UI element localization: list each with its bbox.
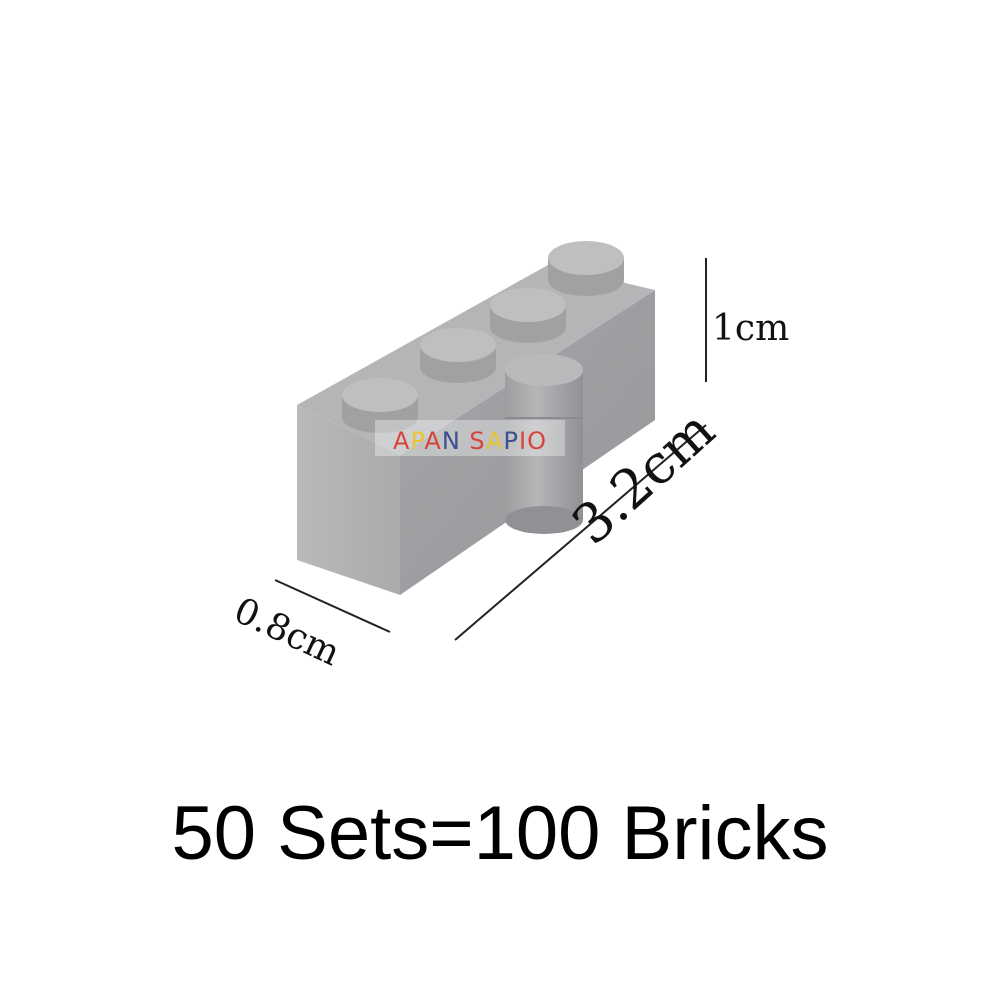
hinge-cylinder — [505, 354, 583, 534]
brick — [297, 241, 655, 595]
height-label: 1cm — [712, 308, 790, 349]
svg-text:APAN SAPIO: APAN SAPIO — [393, 427, 547, 455]
caption: 50 Sets=100 Bricks — [171, 791, 829, 876]
dimension-lines — [274, 258, 707, 641]
stud — [342, 378, 418, 433]
width-line — [274, 579, 391, 633]
stud — [548, 241, 624, 296]
stud — [490, 288, 566, 343]
length-line — [454, 424, 707, 641]
brick-front-face — [297, 405, 400, 595]
watermark-logo: APAN SAPIO — [375, 420, 565, 456]
brick-studs — [342, 241, 624, 433]
stud — [420, 328, 496, 383]
